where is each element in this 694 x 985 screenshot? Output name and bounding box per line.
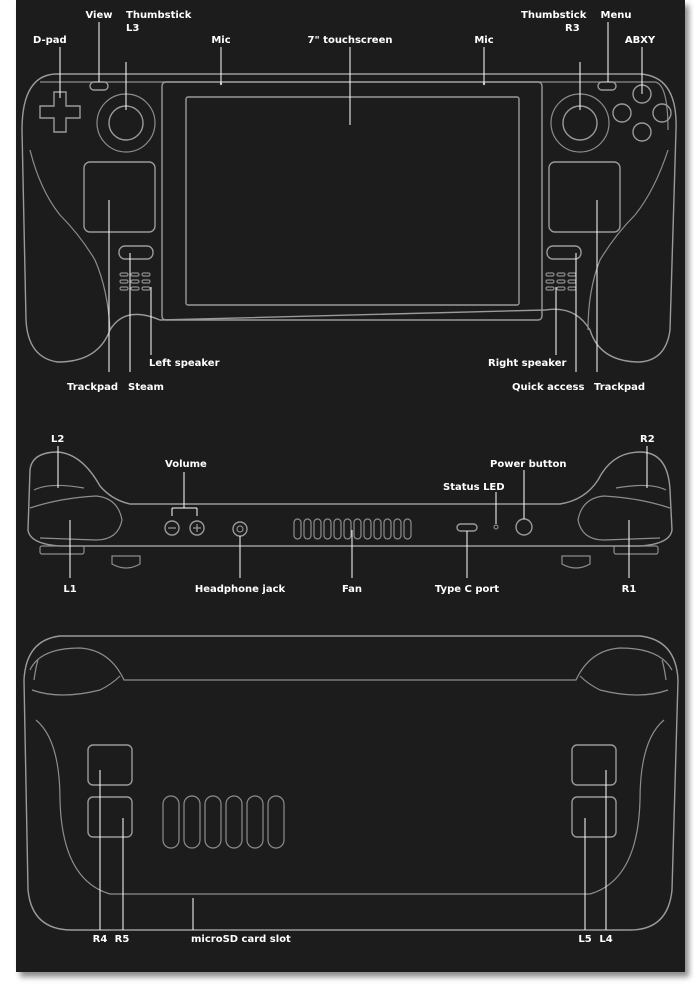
back-vent <box>162 795 180 849</box>
label-quick-access: Quick access <box>512 382 584 393</box>
right-trackpad <box>548 161 621 233</box>
r4-button <box>87 744 133 786</box>
label-l5: L5 <box>578 934 591 945</box>
left-bottom-edge <box>39 545 85 555</box>
back-vent <box>183 795 201 849</box>
top-view <box>27 446 673 578</box>
back-vent <box>204 795 222 849</box>
front-right-grip-contour <box>587 149 669 331</box>
label-fan: Fan <box>342 584 362 595</box>
label-trackpad-right: Trackpad <box>594 382 645 393</box>
back-body-outline <box>23 635 679 931</box>
menu-button <box>597 81 617 91</box>
label-l4: L4 <box>599 934 612 945</box>
fan-vent <box>303 518 312 540</box>
label-touchscreen: 7" touchscreen <box>308 35 393 46</box>
back-left-grip-hump <box>31 675 121 696</box>
quick-access-button <box>546 245 582 260</box>
label-r4: R4 <box>93 934 108 945</box>
back-vents <box>162 795 285 849</box>
fan-vent <box>293 518 302 540</box>
label-thumbstick-l3-line2: L3 <box>126 23 139 34</box>
label-dpad: D-pad <box>33 35 67 46</box>
fan-vent <box>363 518 372 540</box>
fan-vent <box>393 518 402 540</box>
top-leader-lines <box>57 446 648 578</box>
label-l1: L1 <box>63 584 76 595</box>
label-microsd: microSD card slot <box>191 934 291 945</box>
l5-button <box>571 796 617 838</box>
fan-vent <box>323 518 332 540</box>
right-stick-side <box>561 555 591 569</box>
front-leader-lines <box>59 22 643 372</box>
l1-shoulder <box>29 495 123 541</box>
label-steam: Steam <box>128 382 164 393</box>
labels: D-pad View Thumbstick L3 Mic 7" touchscr… <box>33 10 656 945</box>
label-menu: Menu <box>601 10 632 21</box>
label-view: View <box>85 10 112 21</box>
label-left-speaker: Left speaker <box>149 358 220 369</box>
label-volume: Volume <box>165 459 207 470</box>
fan-vent <box>353 518 362 540</box>
touchscreen <box>185 96 520 306</box>
status-led <box>493 524 499 530</box>
r5-button <box>87 796 133 838</box>
left-trackpad <box>83 161 156 233</box>
fan-vents <box>293 518 412 540</box>
back-vent <box>246 795 264 849</box>
back-view <box>23 635 679 931</box>
right-speaker-grille <box>545 272 577 291</box>
label-mic-left: Mic <box>211 35 230 46</box>
back-top-contour <box>29 647 673 681</box>
label-l2: L2 <box>51 434 64 445</box>
fan-vent <box>333 518 342 540</box>
label-trackpad-left: Trackpad <box>67 382 118 393</box>
label-right-speaker: Right speaker <box>488 358 566 369</box>
steam-button <box>118 245 154 260</box>
screen-bezel <box>161 81 543 321</box>
label-thumbstick-r3-line2: R3 <box>565 23 580 34</box>
fan-vent <box>383 518 392 540</box>
back-inner-contour <box>35 719 665 895</box>
fan-vent <box>313 518 322 540</box>
label-r2: R2 <box>640 434 655 445</box>
label-r1: R1 <box>622 584 637 595</box>
fan-vent <box>403 518 412 540</box>
fan-vent <box>343 518 352 540</box>
front-top-edge <box>40 81 669 131</box>
l2-trigger <box>33 484 85 491</box>
top-body-outline <box>27 451 673 547</box>
label-mic-right: Mic <box>474 35 493 46</box>
label-abxy: ABXY <box>625 35 656 46</box>
front-body-outline <box>21 73 677 363</box>
label-status-led: Status LED <box>443 482 505 493</box>
label-power-button: Power button <box>490 459 566 470</box>
r2-trigger <box>615 484 667 491</box>
left-speaker-grille <box>119 272 151 291</box>
volume-up-button <box>189 520 205 536</box>
fan-vent <box>373 518 382 540</box>
left-stick-side <box>111 555 141 569</box>
back-right-grip-hump <box>579 675 669 696</box>
label-thumbstick-l3-line1: Thumbstick <box>126 10 192 21</box>
back-vent <box>267 795 285 849</box>
r1-shoulder <box>577 495 671 541</box>
front-view <box>21 22 677 372</box>
dpad-shape <box>39 91 81 133</box>
label-thumbstick-r3-line1: Thumbstick <box>521 10 587 21</box>
label-type-c-port: Type C port <box>435 584 499 595</box>
label-headphone-jack: Headphone jack <box>195 584 286 595</box>
back-side-lines <box>33 659 667 681</box>
l4-button <box>571 744 617 786</box>
headphone-jack-inner <box>236 525 244 533</box>
back-vent <box>225 795 243 849</box>
front-left-grip-contour <box>29 149 111 331</box>
right-bottom-edge <box>613 545 659 555</box>
label-r5: R5 <box>115 934 130 945</box>
back-leader-lines <box>99 770 607 930</box>
volume-down-button <box>164 520 180 536</box>
